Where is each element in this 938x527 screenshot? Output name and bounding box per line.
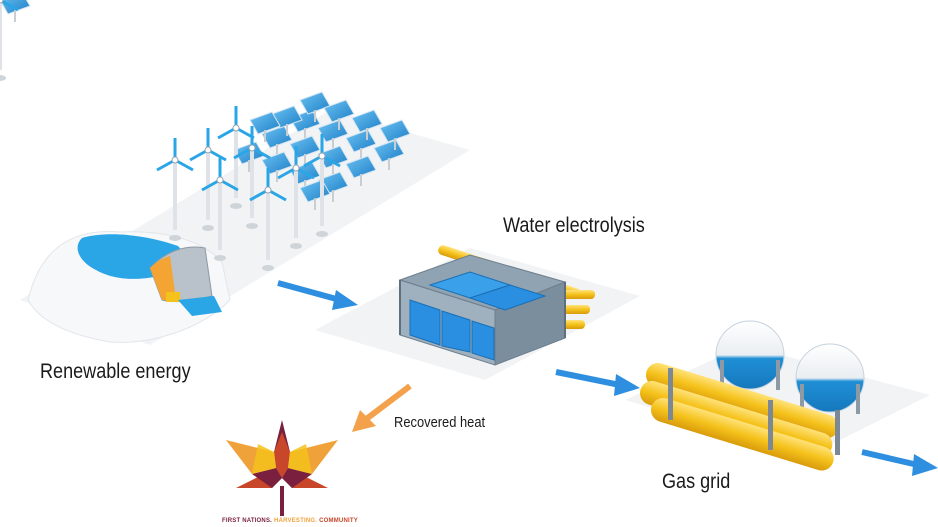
flow-arrow-2 xyxy=(556,372,640,396)
water-electrolysis-label: Water electrolysis xyxy=(503,214,645,238)
maple-leaf-logo-icon xyxy=(226,420,338,516)
flow-arrow-3 xyxy=(862,452,938,476)
hydrogen-tank-icon xyxy=(637,321,864,474)
logo-caption-part2: HARVESTING. xyxy=(274,518,317,524)
gas-grid-label: Gas grid xyxy=(662,470,730,494)
renewable-energy-label: Renewable energy xyxy=(40,360,191,384)
logo-caption-part3: COMMUNITY xyxy=(319,518,358,524)
electrolysis-scene xyxy=(315,244,640,380)
gas-grid-scene xyxy=(625,321,930,474)
logo-caption: FIRST NATIONS.HARVESTING.COMMUNITY xyxy=(222,518,360,524)
flow-arrow-1 xyxy=(278,283,358,310)
recovered-heat-label: Recovered heat xyxy=(394,414,485,431)
logo-caption-part1: FIRST NATIONS. xyxy=(222,518,272,524)
